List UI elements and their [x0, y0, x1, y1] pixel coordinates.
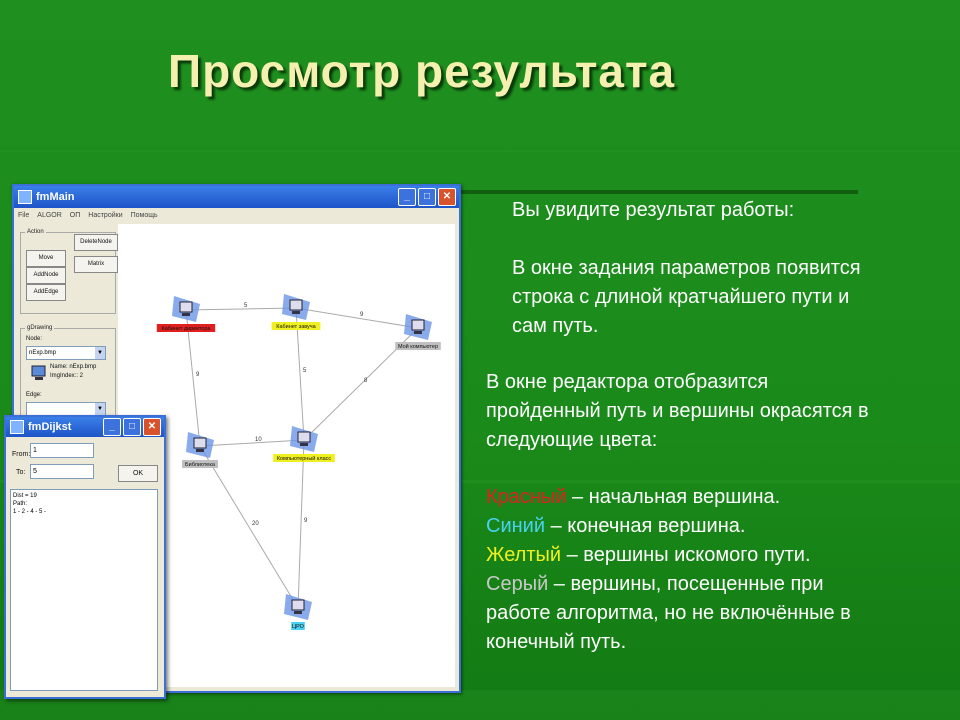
node-label: Библиотека — [185, 462, 216, 468]
node-name-text: Name: nExp.bmp — [50, 364, 97, 370]
graph-node[interactable]: Мой компьютер — [395, 314, 441, 350]
graph-edge[interactable] — [185, 307, 297, 311]
legend-yellow: Желтый – вершины искомого пути. — [486, 544, 811, 566]
node-label: Кабинет директора — [162, 326, 212, 332]
from-input[interactable]: 1 — [30, 443, 94, 458]
edge-weight-label: 9 — [360, 312, 364, 318]
edge-weight-label: 8 — [364, 378, 368, 384]
menu-help[interactable]: Помощь — [130, 211, 158, 219]
graph-edge[interactable] — [295, 307, 419, 329]
divider-top — [458, 190, 858, 194]
node-status-fill — [395, 342, 441, 350]
graph-edge[interactable] — [199, 439, 305, 447]
legend-blue: Синий – конечная вершина. — [486, 515, 746, 537]
dijkstra-dialog: fmDijkst _ □ ✕ From: 1 To: 5 OK Dist = 1… — [4, 415, 166, 699]
node-label: Кабинет завуча — [276, 324, 316, 330]
add-edge-button[interactable]: AddEdge — [26, 284, 66, 301]
color-legend: Красный – начальная вершина. Синий – кон… — [486, 483, 851, 657]
menu-settings[interactable]: Настройки — [88, 211, 123, 219]
dialog-minimize-button[interactable]: _ — [103, 418, 121, 436]
result-line: 1 - 2 - 4 - 5 - — [13, 509, 47, 515]
menu-file[interactable]: File — [18, 211, 30, 219]
result-memo[interactable]: Dist = 19 Path: 1 - 2 - 4 - 5 - — [10, 489, 158, 691]
menu-bar: File ALGOR ОП Настройки Помощь — [14, 208, 459, 222]
node-label: Мой компьютер — [398, 343, 438, 350]
ok-button[interactable]: OK — [118, 465, 158, 482]
menu-algor[interactable]: ALGOR — [37, 211, 62, 219]
move-button[interactable]: Move — [26, 250, 66, 267]
dialog-close-button[interactable]: ✕ — [143, 418, 161, 436]
to-input[interactable]: 5 — [30, 464, 94, 479]
matrix-button[interactable]: Matrix — [74, 256, 118, 273]
slide-title: Просмотр результата — [168, 45, 676, 97]
close-button[interactable]: ✕ — [438, 188, 456, 206]
edge-weight-label: 9 — [304, 518, 308, 524]
img-index-text: ImgIndex:: 2 — [50, 373, 84, 379]
graph-node[interactable]: ЦРО — [284, 594, 312, 630]
node-status-fill — [182, 460, 218, 468]
graph-edge[interactable] — [199, 445, 299, 609]
node-status-fill — [273, 454, 335, 462]
node-label: ЦРО — [292, 624, 305, 630]
legend-gray: Серый – вершины, посещенные при — [486, 573, 824, 595]
dialog-maximize-button[interactable]: □ — [123, 418, 141, 436]
graph-node[interactable]: Кабинет завуча — [271, 294, 321, 330]
result-line: Dist = 19 — [13, 493, 37, 499]
graph-node[interactable]: Кабинет директора — [156, 296, 216, 332]
node-status-fill — [156, 324, 216, 332]
graph-node[interactable]: Компьютерный класс — [273, 426, 335, 462]
computer-icon — [31, 365, 46, 380]
dialog-title: fmDijkst — [28, 421, 72, 433]
graph-node[interactable]: Библиотека — [182, 432, 218, 468]
dialog-titlebar[interactable]: fmDijkst _ □ ✕ — [6, 417, 164, 437]
node-select[interactable]: nExp.bmp▼ — [26, 346, 106, 360]
main-window-title: fmMain — [36, 191, 75, 203]
node-label: Компьютерный класс — [277, 455, 332, 462]
app-icon — [18, 190, 32, 204]
node-status-fill — [271, 322, 321, 330]
edge-weight-label: 10 — [255, 437, 262, 443]
delete-node-button[interactable]: DeleteNode — [74, 234, 118, 251]
add-node-button[interactable]: AddNode — [26, 267, 66, 284]
edge-weight-label: 5 — [303, 368, 307, 374]
graph-edge[interactable] — [185, 309, 201, 447]
minimize-button[interactable]: _ — [398, 188, 416, 206]
to-label: To: — [16, 469, 26, 476]
intro-text: Вы увидите результат работы: — [512, 199, 795, 221]
edge-label: Edge: — [26, 392, 42, 398]
menu-op[interactable]: ОП — [69, 211, 81, 219]
action-group: Action — [20, 229, 116, 314]
edge-weight-label: 20 — [252, 521, 259, 527]
from-label: From: — [12, 451, 31, 458]
graph-edge[interactable] — [297, 439, 305, 609]
dialog-app-icon — [10, 420, 24, 434]
edge-select[interactable]: ▼ — [26, 402, 106, 416]
legend-red: Красный – начальная вершина. — [486, 486, 781, 508]
node-status-fill — [291, 622, 305, 630]
maximize-button[interactable]: □ — [418, 188, 436, 206]
edge-weight-label: 9 — [196, 372, 200, 378]
node-label: Node: — [26, 336, 43, 342]
main-window-titlebar[interactable]: fmMain _ □ ✕ — [14, 186, 459, 208]
edge-weight-label: 5 — [244, 303, 248, 309]
result-line: Path: — [13, 501, 28, 507]
